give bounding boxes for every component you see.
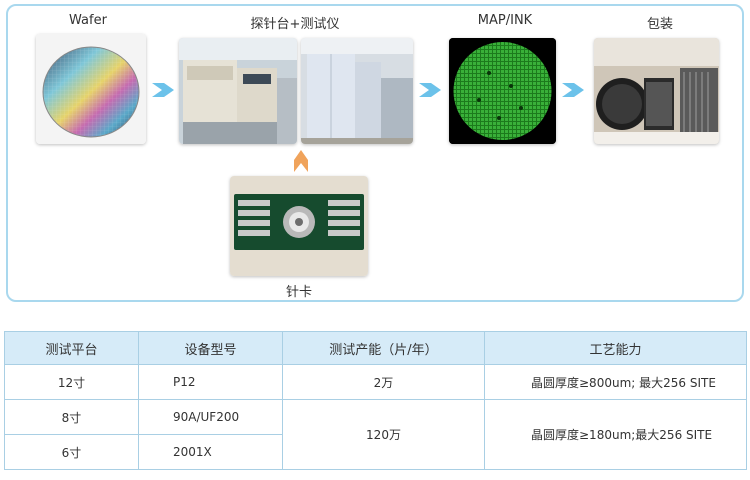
stage-label-prober-tester: 探针台+测试仪: [250, 17, 340, 32]
table-row: 8寸 90A/UF200 120万 晶圆厚度≥180um;最大256 SITE: [4, 399, 747, 470]
prober-photo: [179, 38, 297, 144]
stage-label-packaging: 包装: [646, 17, 673, 32]
stage-label-map-ink: MAP/INK: [477, 13, 533, 28]
flow-arrow-1: [152, 83, 174, 97]
header-capacity: 测试产能（片/年）: [282, 331, 485, 365]
cell-model: 90A/UF200: [138, 399, 283, 435]
tester-photo: [301, 38, 413, 144]
cell-model: 2001X: [138, 434, 283, 470]
header-platform: 测试平台: [4, 331, 139, 365]
table-row: 12寸 P12 2万 晶圆厚度≥800um; 最大256 SITE: [4, 364, 747, 400]
flow-arrow-3: [562, 83, 584, 97]
wafer-photo: [36, 34, 146, 144]
cell-capacity: 2万: [282, 364, 485, 400]
cell-capability: 晶圆厚度≥800um; 最大256 SITE: [484, 364, 747, 400]
stage-label-wafer: Wafer: [69, 13, 107, 28]
spec-table: 测试平台 设备型号 测试产能（片/年） 工艺能力 12寸 P12 2万 晶圆厚度…: [4, 331, 747, 470]
flow-arrow-2: [419, 83, 441, 97]
probe-card-photo: [230, 176, 368, 276]
cell-capability: 晶圆厚度≥180um;最大256 SITE: [484, 399, 747, 470]
probe-card-arrow: [294, 150, 308, 172]
header-capability: 工艺能力: [484, 331, 747, 365]
table-row: 6寸 2001X: [4, 434, 747, 470]
header-model: 设备型号: [138, 331, 283, 365]
cell-platform: 6寸: [4, 434, 139, 470]
table-header-row: 测试平台 设备型号 测试产能（片/年） 工艺能力: [4, 331, 747, 365]
cell-model: P12: [138, 364, 283, 400]
cell-capacity: 120万: [282, 399, 485, 470]
cell-platform: 12寸: [4, 364, 139, 400]
packaging-photo: [594, 38, 719, 144]
cell-platform: 8寸: [4, 399, 139, 435]
probe-card-label: 针卡: [285, 285, 312, 300]
wafer-map-photo: [449, 38, 556, 144]
